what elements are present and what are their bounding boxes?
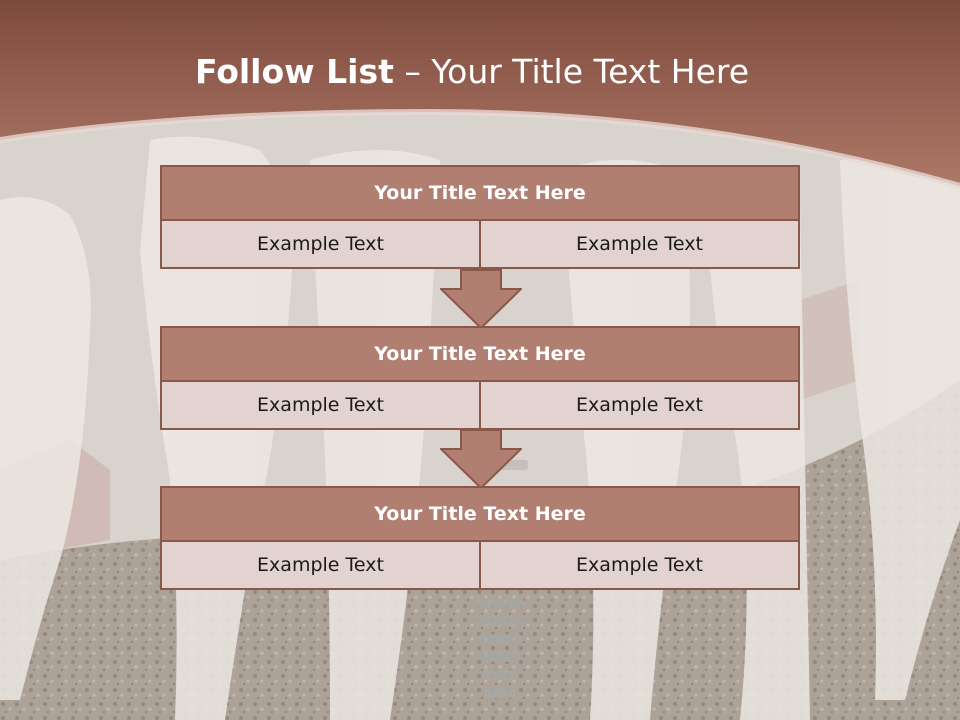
slide-title-rest: – Your Title Text Here [393, 52, 750, 91]
block-cell-right: Example Text [481, 542, 800, 590]
slide-title: Follow List – Your Title Text Here [0, 52, 944, 91]
block-row: Example Text Example Text [160, 382, 800, 430]
block-cell-left: Example Text [160, 382, 481, 430]
block-title: Your Title Text Here [160, 165, 800, 221]
down-arrow-1 [440, 269, 522, 329]
block-title: Your Title Text Here [160, 486, 800, 542]
down-arrow-2 [440, 429, 522, 489]
block-title: Your Title Text Here [160, 326, 800, 382]
list-block-1: Your Title Text Here Example Text Exampl… [160, 165, 800, 269]
block-cell-right: Example Text [481, 382, 800, 430]
block-row: Example Text Example Text [160, 221, 800, 269]
slide-title-bold: Follow List [194, 52, 394, 91]
block-row: Example Text Example Text [160, 542, 800, 590]
block-cell-left: Example Text [160, 542, 481, 590]
block-cell-left: Example Text [160, 221, 481, 269]
block-cell-right: Example Text [481, 221, 800, 269]
list-block-2: Your Title Text Here Example Text Exampl… [160, 326, 800, 430]
list-block-3: Your Title Text Here Example Text Exampl… [160, 486, 800, 590]
